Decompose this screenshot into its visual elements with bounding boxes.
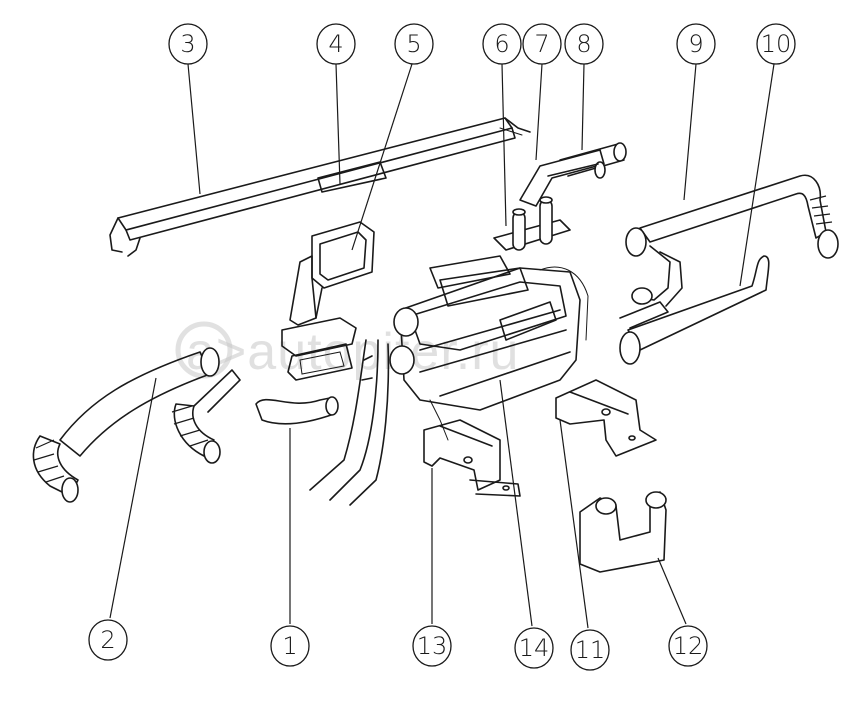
part-7-8-bent-tubes (519, 142, 627, 207)
leader-lines (109, 63, 775, 629)
svg-text:13: 13 (417, 632, 448, 660)
part-3-cross-duct (109, 117, 531, 257)
callout-1: 1 (270, 625, 310, 667)
watermark-text: a>autopiter.ru (186, 323, 519, 381)
callout-4: 4 (316, 23, 356, 65)
callout-2: 2 (88, 619, 128, 661)
svg-text:10: 10 (761, 30, 792, 58)
svg-text:14: 14 (519, 634, 550, 662)
callout-5: 5 (394, 23, 434, 65)
svg-text:6: 6 (494, 30, 509, 58)
callout-10: 10 (756, 23, 796, 65)
svg-text:2: 2 (100, 626, 115, 654)
svg-text:5: 5 (406, 30, 421, 58)
part-9-hose (625, 174, 839, 307)
part-13-bracket (423, 419, 521, 497)
svg-text:3: 3 (180, 30, 195, 58)
callout-8: 8 (564, 23, 604, 65)
svg-text:7: 7 (534, 30, 549, 58)
svg-text:1: 1 (282, 632, 297, 660)
part-11-bracket (555, 379, 657, 457)
part-1-hose-wires (255, 339, 390, 506)
callout-12: 12 (668, 625, 708, 667)
part-6-pipe-plate (493, 196, 571, 251)
callout-9: 9 (676, 23, 716, 65)
callout-3: 3 (168, 23, 208, 65)
svg-text:12: 12 (673, 632, 704, 660)
part-2-coiled-hoses (32, 347, 241, 503)
svg-text:11: 11 (575, 636, 606, 664)
callout-13: 13 (412, 625, 452, 667)
part-12-u-bracket (579, 491, 667, 573)
callout-7: 7 (522, 23, 562, 65)
callout-6: 6 (482, 23, 522, 65)
svg-text:8: 8 (576, 30, 591, 58)
part-10-pipe (619, 255, 770, 365)
svg-text:4: 4 (328, 30, 343, 58)
part-14-heater-unit (389, 255, 589, 441)
svg-text:9: 9 (688, 30, 703, 58)
callout-11: 11 (570, 629, 610, 671)
watermark-logo: a>autopiter.ru (175, 321, 519, 381)
callout-14: 14 (514, 627, 554, 669)
